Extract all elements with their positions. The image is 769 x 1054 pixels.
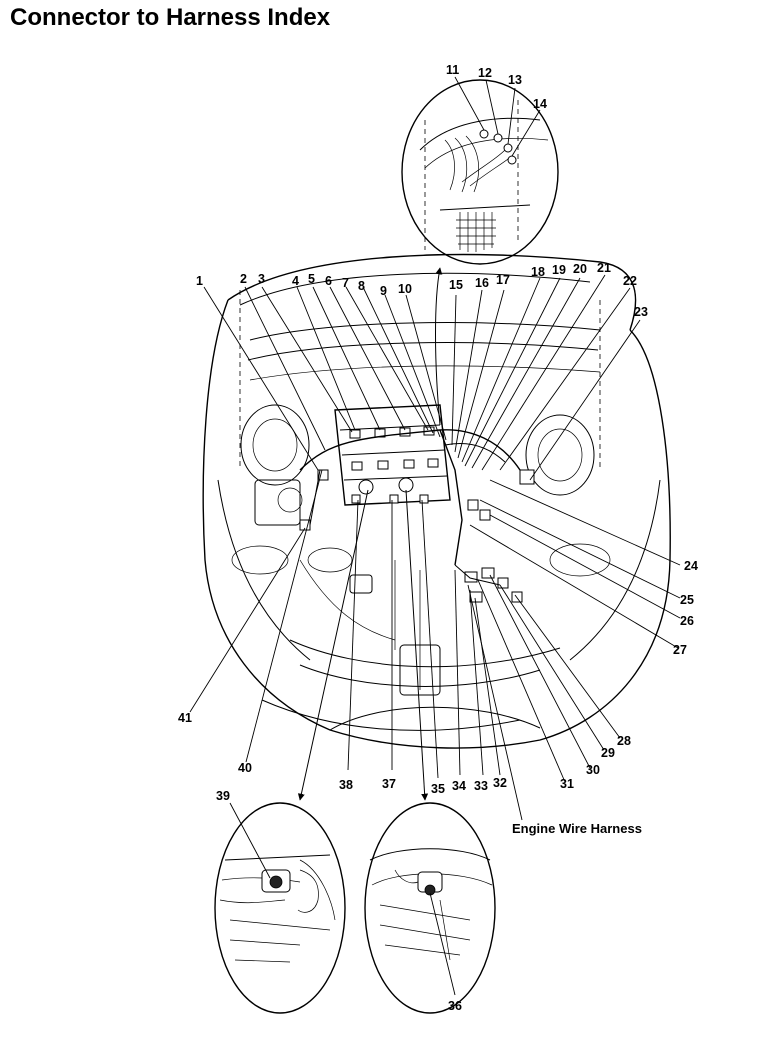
callout-3: 3 bbox=[258, 272, 265, 286]
page-title: Connector to Harness Index bbox=[10, 4, 331, 31]
callout-37: 37 bbox=[382, 777, 396, 791]
callout-10: 10 bbox=[398, 282, 412, 296]
callout-12: 12 bbox=[478, 66, 492, 80]
callout-19: 19 bbox=[552, 263, 566, 277]
callout-25: 25 bbox=[680, 593, 694, 607]
engine-wire-harness-label: Engine Wire Harness bbox=[512, 821, 642, 836]
callout-15: 15 bbox=[449, 278, 463, 292]
callout-18: 18 bbox=[531, 265, 545, 279]
callout-8: 8 bbox=[358, 279, 365, 293]
callout-24: 24 bbox=[684, 559, 698, 573]
callout-27: 27 bbox=[673, 643, 687, 657]
callout-9: 9 bbox=[380, 284, 387, 298]
callout-29: 29 bbox=[601, 746, 615, 760]
engine-bay bbox=[202, 253, 671, 749]
callout-32: 32 bbox=[493, 776, 507, 790]
callout-1: 1 bbox=[196, 274, 203, 288]
leader-lines bbox=[189, 76, 681, 996]
callout-7: 7 bbox=[342, 276, 349, 290]
callout-21: 21 bbox=[597, 261, 611, 275]
detail-view-top bbox=[401, 79, 559, 265]
callout-2: 2 bbox=[240, 272, 247, 286]
callout-labels: 1 2 3 4 5 6 7 8 9 10 11 12 13 14 15 16 1… bbox=[178, 63, 698, 1013]
callout-20: 20 bbox=[573, 262, 587, 276]
callout-39: 39 bbox=[216, 789, 230, 803]
callout-38: 38 bbox=[339, 778, 353, 792]
callout-6: 6 bbox=[325, 274, 332, 288]
callout-13: 13 bbox=[508, 73, 522, 87]
callout-5: 5 bbox=[308, 272, 315, 286]
callout-16: 16 bbox=[475, 276, 489, 290]
callout-14: 14 bbox=[533, 97, 547, 111]
connector-icon bbox=[299, 426, 535, 603]
detail-view-36 bbox=[364, 802, 496, 1014]
detail-view-39 bbox=[214, 802, 346, 1014]
callout-11: 11 bbox=[446, 63, 459, 77]
callout-41: 41 bbox=[178, 711, 192, 725]
callout-17: 17 bbox=[496, 273, 510, 287]
callout-33: 33 bbox=[474, 779, 488, 793]
callout-26: 26 bbox=[680, 614, 694, 628]
callout-30: 30 bbox=[586, 763, 600, 777]
callout-36: 36 bbox=[448, 999, 462, 1013]
callout-4: 4 bbox=[292, 274, 299, 288]
callout-22: 22 bbox=[623, 274, 637, 288]
callout-23: 23 bbox=[634, 305, 648, 319]
callout-35: 35 bbox=[431, 782, 445, 796]
callout-31: 31 bbox=[560, 777, 574, 791]
callout-28: 28 bbox=[617, 734, 631, 748]
callout-34: 34 bbox=[452, 779, 466, 793]
callout-40: 40 bbox=[238, 761, 252, 775]
